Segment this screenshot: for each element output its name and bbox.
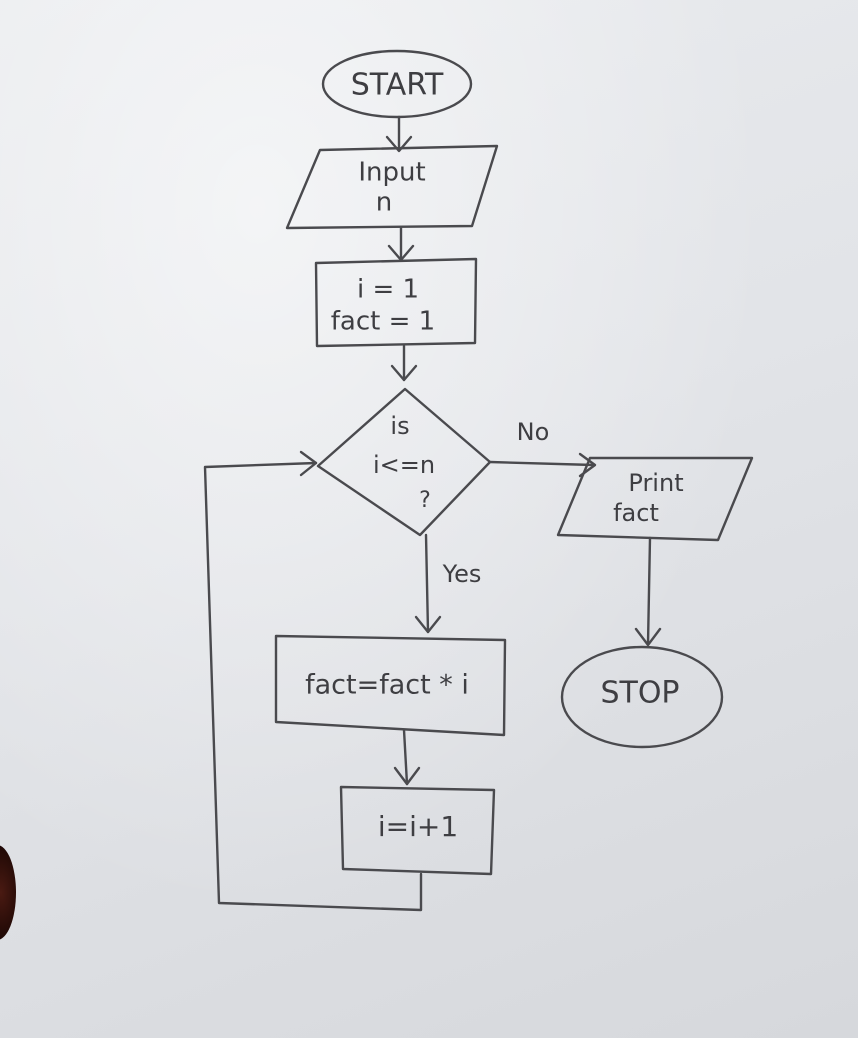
stop-label: STOP	[600, 676, 679, 711]
increment-label: i=i+1	[378, 810, 458, 843]
yes-label: Yes	[442, 560, 482, 588]
decision-label-line2: i<=n	[373, 451, 435, 479]
print-parallelogram: Print fact	[556, 456, 754, 542]
decision-label-line1: is	[390, 412, 409, 440]
arrow-yes-branch: Yes	[414, 533, 482, 634]
start-terminal: START	[321, 49, 473, 119]
decision-label-line3: ?	[419, 488, 431, 513]
no-label: No	[517, 418, 550, 446]
arrow-init-to-decision	[390, 344, 418, 382]
decision-diamond: is i<=n ?	[316, 387, 492, 537]
input-parallelogram: Input n	[285, 144, 499, 230]
multiply-label: fact=fact * i	[305, 670, 469, 701]
arrow-no-branch: No	[488, 418, 597, 478]
start-label: START	[351, 68, 444, 103]
input-label-line1: Input	[358, 158, 425, 188]
init-process-box: i = 1 fact = 1	[314, 257, 478, 348]
print-label-line1: Print	[628, 469, 683, 497]
input-label-line2: n	[376, 188, 392, 218]
arrow-multiply-to-increment	[393, 728, 421, 786]
finger-shadow	[0, 845, 16, 940]
init-label-line2: fact = 1	[331, 307, 435, 337]
arrow-input-to-init	[387, 226, 415, 262]
increment-process-box: i=i+1	[339, 785, 496, 876]
print-label-line2: fact	[613, 499, 659, 527]
stop-terminal: STOP	[560, 645, 724, 749]
arrow-start-to-input	[385, 115, 413, 153]
loop-back-arrow	[203, 450, 423, 912]
init-label-line1: i = 1	[357, 275, 419, 305]
multiply-process-box: fact=fact * i	[274, 634, 507, 737]
arrow-print-to-stop	[634, 536, 662, 647]
